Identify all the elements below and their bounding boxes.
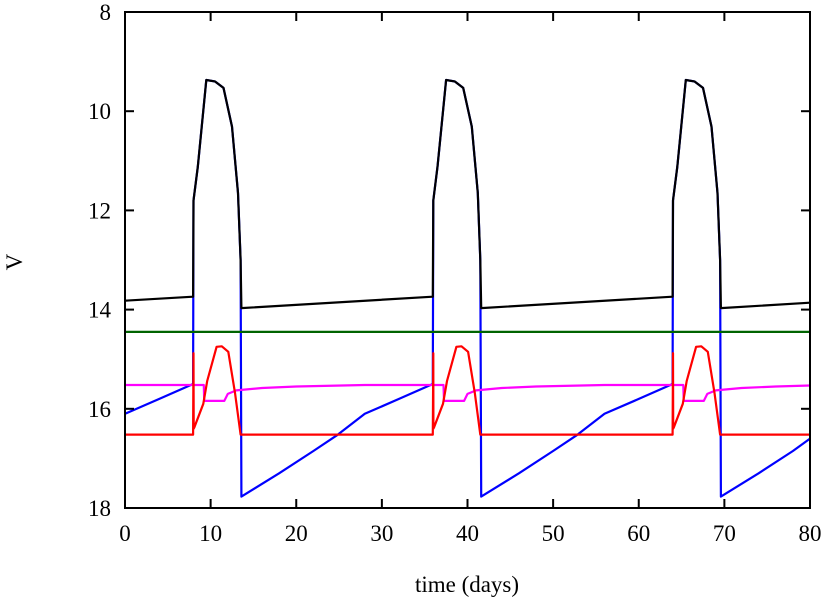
x-tick-label: 10 <box>199 521 222 546</box>
y-tick-label: 12 <box>88 198 111 223</box>
x-tick-label: 0 <box>119 521 131 546</box>
x-axis-label: time (days) <box>415 572 519 597</box>
y-tick-label: 14 <box>88 298 112 323</box>
x-tick-label: 30 <box>370 521 393 546</box>
x-tick-label: 20 <box>285 521 308 546</box>
y-tick-label: 16 <box>88 397 111 422</box>
series-line-4 <box>124 78 811 310</box>
y-tick-label: 18 <box>88 496 111 521</box>
series-line-2 <box>125 383 811 402</box>
x-tick-label: 40 <box>456 521 479 546</box>
series-layer <box>124 78 811 498</box>
plot-frame <box>124 11 811 509</box>
x-tick-label: 80 <box>799 521 822 546</box>
y-axis-label: V <box>2 253 27 270</box>
ticks-layer: 0 10 20 30 40 50 60 70 80 8 10 12 14 16 18 <box>88 0 822 546</box>
series-line-3 <box>125 345 810 436</box>
x-tick-label: 60 <box>627 521 650 546</box>
series-line-0 <box>124 78 811 498</box>
x-tick-label: 50 <box>542 521 565 546</box>
x-tick-label: 70 <box>713 521 736 546</box>
y-tick-label: 10 <box>88 99 111 124</box>
y-tick-label: 8 <box>100 0 112 25</box>
